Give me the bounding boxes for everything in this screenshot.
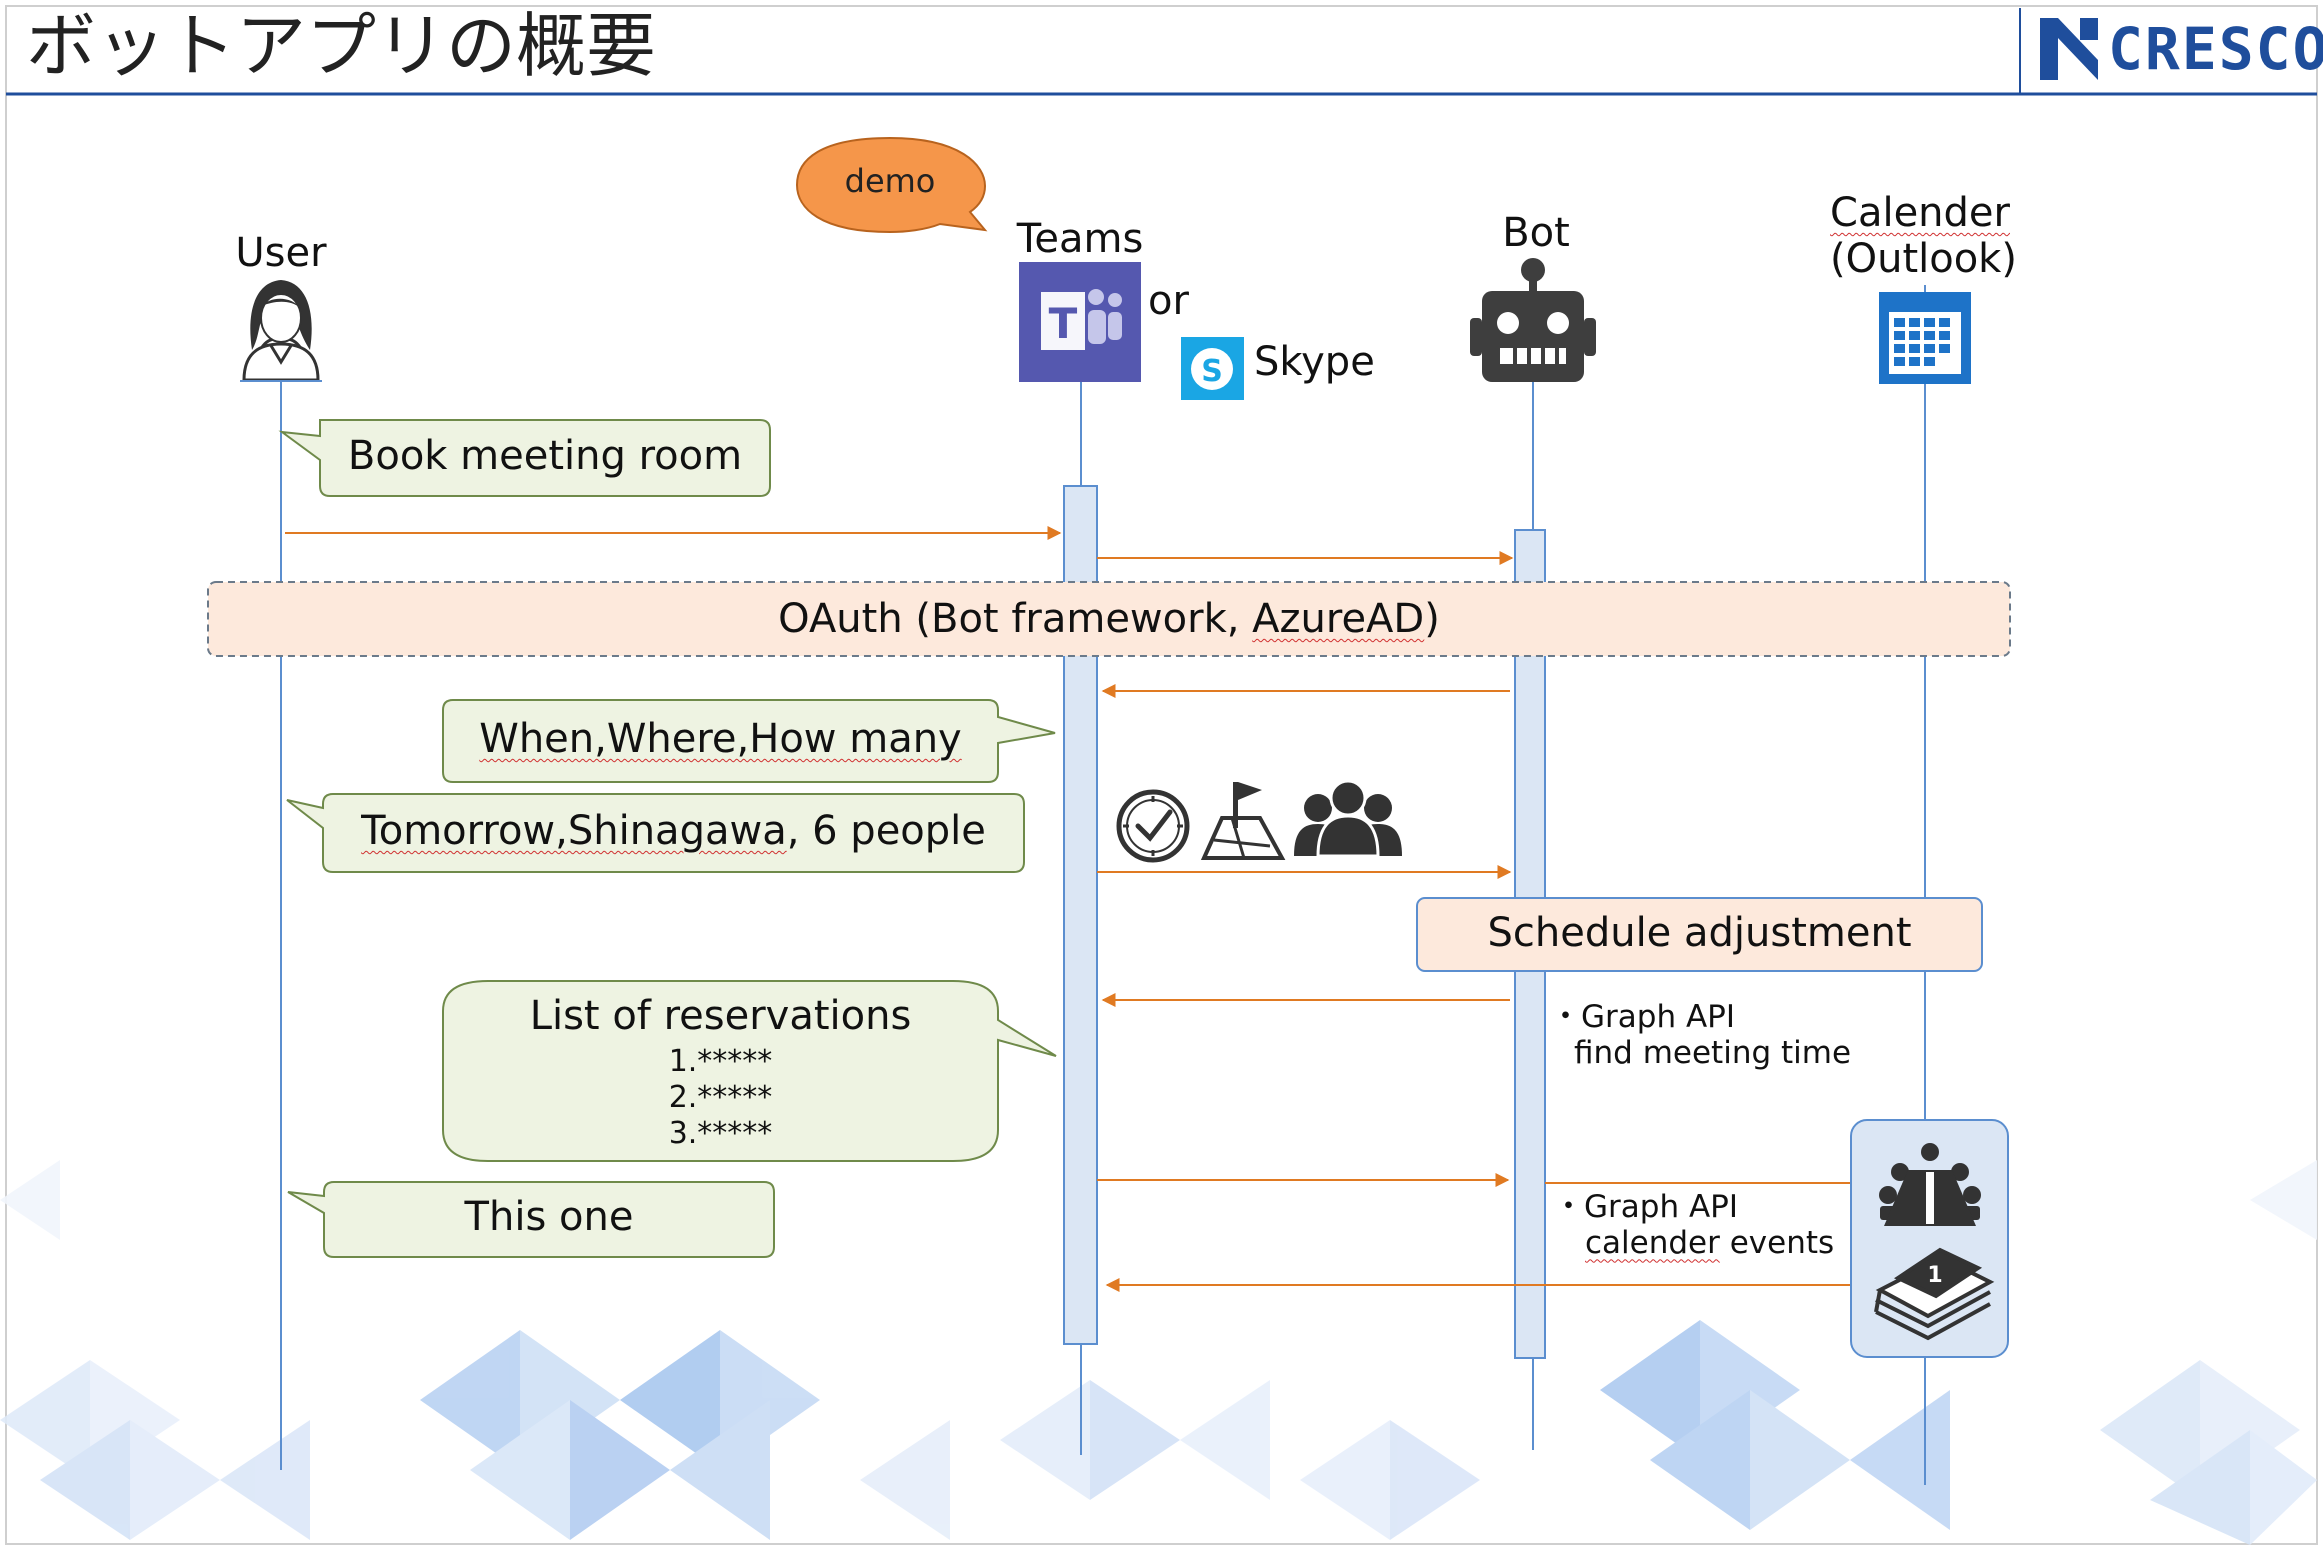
demo-label[interactable]: demo: [844, 162, 936, 200]
graph-api-note-2-events: events: [1719, 1224, 1835, 1261]
bubble-list-of-reservations: [442, 980, 1057, 1162]
bubble-tomorrow-answer: [286, 793, 1025, 873]
user-avatar-icon: [240, 280, 322, 382]
actor-calendar-line2: (Outlook): [1830, 236, 2017, 282]
message-when-where-how-many: When,Where,How many: [479, 716, 962, 762]
graph-api-note-1-line2: find meeting time: [1574, 1034, 1852, 1071]
people-group-icon: [1294, 779, 1402, 858]
schedule-adjustment-box: [1416, 897, 1983, 972]
actor-bot-label: Bot: [1502, 210, 1570, 256]
reservations-title: List of reservations: [529, 993, 912, 1039]
reservation-item: 1.*****: [668, 1044, 773, 1079]
schedule-adjustment-label: Schedule adjustment: [1487, 910, 1912, 956]
oauth-prefix: OAuth (Bot framework,: [778, 596, 1253, 642]
clock-icon: [1116, 789, 1190, 863]
demo-callout[interactable]: [795, 136, 988, 234]
robot-icon: [1470, 258, 1596, 382]
graph-api-note-2-line1: ・Graph API: [1553, 1189, 1738, 1225]
conference-icon: [1879, 1143, 1981, 1226]
background-pattern: [0, 1160, 2317, 1545]
cresco-logo-icon: [2040, 18, 2098, 80]
actor-skype-label: Skype: [1254, 339, 1375, 385]
bubble-book-meeting-room: [278, 419, 771, 497]
svg-text:1: 1: [1927, 1263, 1942, 1288]
oauth-band: [207, 581, 2011, 657]
oauth-label: OAuth (Bot framework, AzureAD): [208, 596, 2010, 642]
teams-icon: T: [1019, 262, 1141, 382]
reservation-item: 2.*****: [668, 1080, 773, 1115]
map-flag-icon: [1200, 782, 1286, 860]
slide-border: [5, 5, 2318, 1545]
calendar-book-icon: 1: [1874, 1247, 1995, 1341]
actor-calendar-line1: Calender: [1830, 190, 2010, 236]
graph-api-note-2-calender: calender: [1585, 1224, 1720, 1261]
actor-teams-label: Teams: [1016, 216, 1144, 262]
reservations-list: 1.***** 2.***** 3.*****: [443, 1044, 998, 1152]
oauth-suffix: ): [1424, 596, 1440, 642]
bubble-this-one: [287, 1181, 775, 1258]
message-book-meeting-room: Book meeting room: [347, 433, 743, 479]
outlook-calendar-icon: [1879, 292, 1971, 384]
reservation-item: 3.*****: [668, 1116, 773, 1151]
skype-icon: S: [1181, 337, 1244, 400]
answer-prefix: Tomorrow,Shinagawa: [361, 808, 787, 854]
actor-user-label: User: [235, 230, 327, 276]
oauth-azuread: AzureAD: [1252, 596, 1425, 642]
actor-or-label: or: [1148, 278, 1189, 324]
svg-text:S: S: [1201, 354, 1223, 389]
message-this-one: This one: [464, 1194, 634, 1240]
actor-calendar-label: Calender (Outlook): [1830, 190, 2017, 282]
bubble-when-where: [442, 699, 1056, 783]
graph-api-note-2: ・Graph API calender events: [1553, 1189, 1835, 1261]
message-tomorrow-answer: Tomorrow,Shinagawa, 6 people: [323, 808, 1024, 854]
cresco-logo-text: CRESCO: [2108, 15, 2323, 83]
answer-suffix: , 6 people: [786, 808, 986, 854]
page-title: ボットアプリの概要: [26, 5, 656, 87]
svg-text:T: T: [1049, 299, 1078, 348]
graph-api-note-1-line1: ・Graph API: [1550, 999, 1735, 1035]
graph-api-note-1: ・Graph API find meeting time: [1550, 999, 1852, 1071]
